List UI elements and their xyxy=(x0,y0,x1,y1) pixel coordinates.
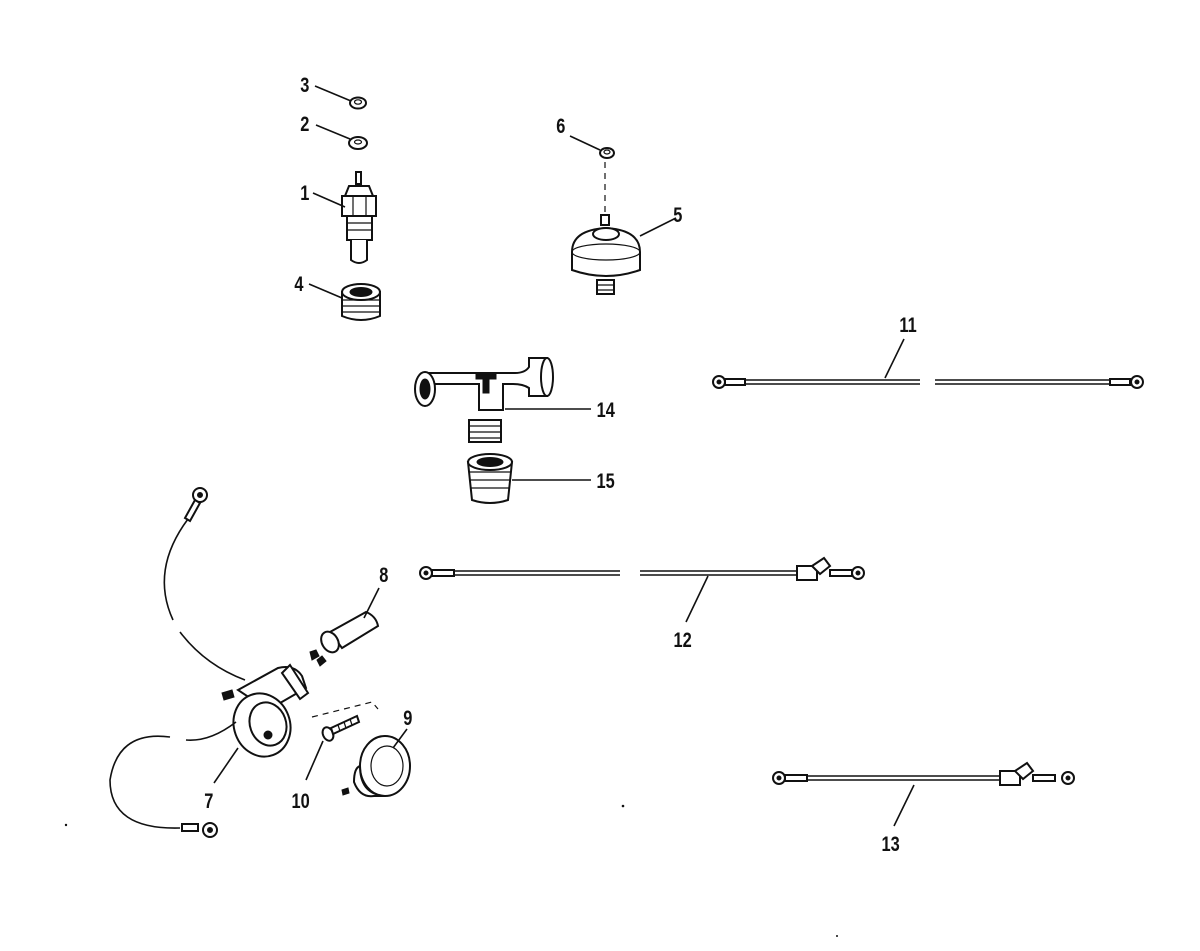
callout-2: 2 xyxy=(300,112,309,135)
part-6-nut xyxy=(599,147,615,159)
part-13-lead-with-connector xyxy=(772,761,1075,786)
callout-6: 6 xyxy=(556,114,565,137)
callout-7: 7 xyxy=(204,789,213,812)
part-10-screw xyxy=(321,714,361,742)
leader-5 xyxy=(639,217,677,237)
part-15-bushing xyxy=(466,453,514,504)
callout-9: 9 xyxy=(403,706,412,729)
leader-6 xyxy=(569,135,601,151)
part-7-alarm-horn-with-leads xyxy=(109,487,310,838)
leader-13 xyxy=(893,784,915,827)
part-12-lead-with-connector xyxy=(419,556,865,581)
callout-11: 11 xyxy=(899,313,916,336)
leader-7 xyxy=(213,747,239,784)
callout-4: 4 xyxy=(294,272,304,295)
leader-11 xyxy=(884,338,905,379)
leader-10 xyxy=(305,740,324,781)
callout-3: 3 xyxy=(300,73,309,96)
callout-10: 10 xyxy=(292,789,310,812)
leader-2 xyxy=(315,124,351,140)
part-9-cap xyxy=(341,735,411,798)
scan-speck xyxy=(64,823,68,827)
part-4-bushing xyxy=(341,283,381,321)
part-8-connector-sleeve xyxy=(309,610,380,667)
part-1-temperature-sender xyxy=(341,171,377,264)
leader-1 xyxy=(312,192,346,208)
callout-8: 8 xyxy=(379,563,388,586)
leader-4 xyxy=(308,283,343,299)
part-3-nut xyxy=(349,96,367,110)
callout-5: 5 xyxy=(673,203,682,226)
part-5-pressure-switch xyxy=(571,214,641,295)
scan-speck xyxy=(621,804,625,808)
callout-15: 15 xyxy=(597,469,615,492)
leader-8 xyxy=(363,587,380,619)
part-11-ground-lead xyxy=(712,375,1144,389)
scan-speck xyxy=(836,935,838,937)
leader-9 xyxy=(392,728,408,749)
callout-14: 14 xyxy=(597,398,616,421)
part-2-washer xyxy=(348,136,368,150)
callout-12: 12 xyxy=(674,628,692,651)
leader-3 xyxy=(314,85,352,102)
assembly-dash-line-7-10 xyxy=(311,701,379,718)
callout-13: 13 xyxy=(882,832,900,855)
part-14-tee-fitting xyxy=(414,357,554,443)
callout-1: 1 xyxy=(300,181,309,204)
leader-12 xyxy=(685,575,709,623)
